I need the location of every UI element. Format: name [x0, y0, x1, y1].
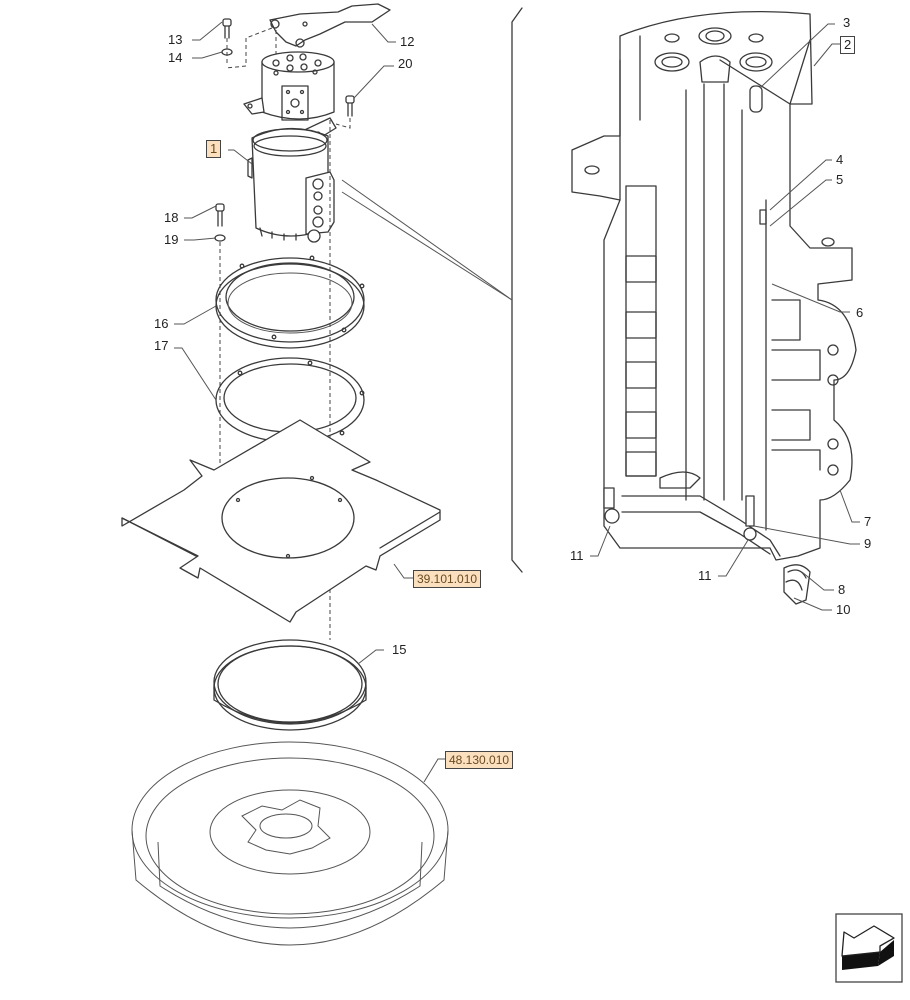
callout-11-left: 11 [570, 548, 584, 563]
arrow-back-icon[interactable] [835, 913, 903, 983]
part-16-ring [215, 255, 365, 349]
callout-3: 3 [843, 15, 850, 30]
part-20-bolt [335, 95, 355, 129]
assembly-callout-2[interactable]: 2 [840, 36, 856, 54]
callout-10: 10 [836, 602, 850, 617]
callout-20: 20 [398, 56, 412, 71]
assembly-callout-1[interactable]: 1 [206, 140, 222, 158]
leader-lines [174, 21, 860, 665]
base-drum [131, 741, 449, 946]
callout-8: 8 [838, 582, 845, 597]
part-13-14-bolt-washer [221, 18, 233, 66]
callout-9: 9 [864, 536, 871, 551]
part-1-rotary-joint [243, 51, 337, 640]
frame-plate [121, 419, 441, 623]
callout-12: 12 [400, 34, 414, 49]
part-15-seal-ring [213, 639, 367, 731]
callout-15: 15 [392, 642, 406, 657]
callout-16: 16 [154, 316, 168, 331]
callout-11-right: 11 [698, 568, 712, 583]
callout-17: 17 [154, 338, 168, 353]
view-separator [511, 7, 523, 573]
reference-link-39-101-010[interactable]: 39.101.010 [413, 570, 482, 588]
callout-4: 4 [836, 152, 843, 167]
part-12-bracket [225, 3, 391, 69]
rotary-joint-section-view [571, 10, 857, 605]
reference-link-48-130-010[interactable]: 48.130.010 [445, 751, 514, 769]
callout-19: 19 [164, 232, 178, 247]
callout-14: 14 [168, 50, 182, 65]
callout-18: 18 [164, 210, 178, 225]
callout-6: 6 [856, 305, 863, 320]
callout-13: 13 [168, 32, 182, 47]
callout-5: 5 [836, 172, 843, 187]
callout-7: 7 [864, 514, 871, 529]
